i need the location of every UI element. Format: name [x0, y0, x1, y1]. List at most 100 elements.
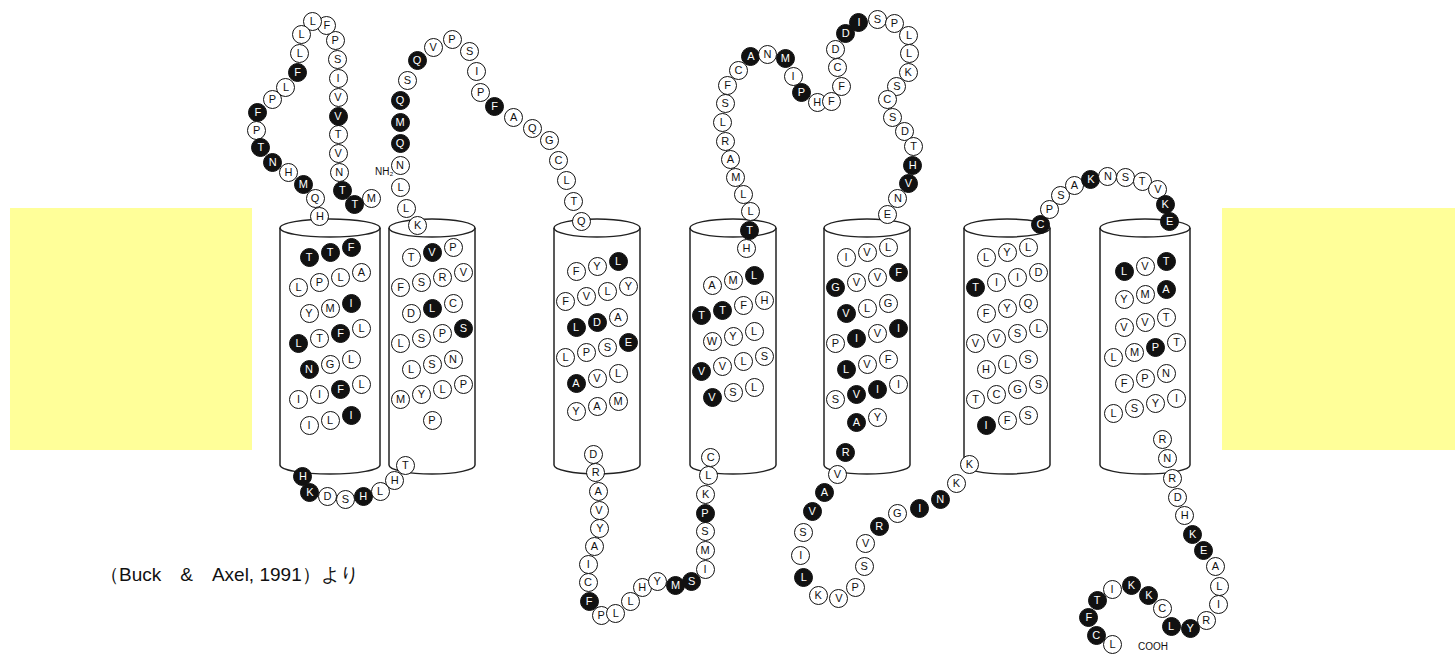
residue-letter: L	[705, 470, 711, 481]
residue-letter: L	[429, 303, 435, 314]
amino-acid-residue: M	[696, 541, 715, 560]
amino-acid-residue: A	[588, 397, 607, 416]
amino-acid-residue: L	[1210, 577, 1229, 596]
residue-letter: P	[1141, 373, 1148, 384]
residue-letter: V	[334, 111, 341, 122]
amino-acid-residue: V	[1115, 318, 1134, 337]
amino-acid-residue: F	[832, 77, 851, 96]
residue-letter: L	[1216, 581, 1222, 592]
residue-letter: V	[842, 308, 849, 319]
amino-acid-residue: H	[977, 360, 996, 379]
amino-acid-residue: R	[1153, 430, 1172, 449]
residue-letter: S	[604, 342, 611, 353]
residue-letter: T	[1163, 312, 1170, 323]
residue-letter: N	[936, 494, 944, 505]
helix-cylinder	[1100, 219, 1190, 474]
amino-acid-residue: M	[776, 49, 795, 68]
residue-letter: L	[885, 242, 891, 253]
residue-letter: S	[688, 576, 695, 587]
amino-acid-residue: L	[713, 113, 732, 132]
residue-letter: S	[1024, 354, 1031, 365]
amino-acid-residue: Q	[408, 51, 427, 70]
amino-acid-residue: T	[564, 192, 583, 211]
amino-acid-residue: Y	[1146, 394, 1165, 413]
amino-acid-residue: M	[321, 299, 340, 318]
cylinder-side	[388, 228, 390, 465]
amino-acid-residue: L	[858, 299, 877, 318]
residue-letter: P	[891, 18, 898, 29]
residue-letter: I	[1175, 393, 1178, 404]
residue-letter: T	[1139, 176, 1146, 187]
residue-letter: M	[396, 394, 405, 405]
amino-acid-residue: V	[829, 589, 848, 608]
residue-letter: S	[342, 494, 349, 505]
amino-acid-residue: T	[321, 243, 340, 262]
amino-acid-residue: A	[504, 108, 523, 127]
amino-acid-residue: C	[828, 58, 847, 77]
residue-letter: N	[305, 364, 313, 375]
residue-letter: R	[439, 272, 447, 283]
residue-letter: P	[852, 582, 859, 593]
residue-letter: M	[1140, 289, 1149, 300]
residue-letter: M	[325, 303, 334, 314]
residue-letter: L	[358, 323, 364, 334]
residue-letter: E	[1166, 216, 1173, 227]
residue-letter: L	[403, 203, 409, 214]
residue-letter: I	[349, 298, 352, 309]
residue-letter: Q	[528, 123, 537, 134]
residue-letter: Q	[1024, 298, 1033, 309]
amino-acid-residue: D	[1029, 263, 1048, 282]
amino-acid-residue: Y	[1115, 290, 1134, 309]
amino-acid-residue: L	[433, 380, 452, 399]
residue-letter: N	[1163, 453, 1171, 464]
amino-acid-residue: V	[424, 38, 443, 57]
amino-acid-residue: Y	[1181, 619, 1200, 638]
amino-acid-residue: A	[589, 482, 608, 501]
amino-acid-residue: V	[692, 362, 711, 381]
amino-acid-residue: Y	[998, 243, 1017, 262]
residue-letter: S	[466, 46, 473, 57]
residue-letter: N	[1162, 368, 1170, 379]
amino-acid-residue: I	[889, 375, 908, 394]
residue-letter: W	[707, 336, 717, 347]
amino-acid-residue: T	[333, 181, 352, 200]
residue-letter: S	[701, 526, 708, 537]
amino-acid-residue: C	[444, 294, 463, 313]
amino-acid-residue: A	[721, 150, 740, 169]
residue-letter: D	[589, 449, 597, 460]
residue-letter: H	[982, 364, 990, 375]
amino-acid-residue: L	[289, 334, 308, 353]
residue-letter: L	[573, 322, 579, 333]
residue-letter: H	[743, 243, 751, 254]
residue-letter: F	[397, 282, 404, 293]
amino-acid-residue: I	[849, 13, 868, 32]
amino-acid-residue: T	[1167, 333, 1186, 352]
cylinder-side	[553, 228, 555, 465]
residue-letter: L	[348, 354, 354, 365]
amino-acid-residue: M	[609, 392, 628, 411]
amino-acid-residue: N	[1157, 364, 1176, 383]
residue-letter: Y	[654, 576, 661, 587]
amino-acid-residue: L	[998, 355, 1017, 374]
amino-acid-residue: T	[396, 456, 415, 475]
residue-letter: S	[1024, 410, 1031, 421]
amino-acid-residue: D	[1168, 488, 1187, 507]
residue-letter: V	[1141, 261, 1148, 272]
amino-acid-residue: S	[423, 355, 442, 374]
amino-acid-residue: G	[540, 131, 559, 150]
residue-letter: Y	[1003, 247, 1010, 258]
residue-letter: A	[1212, 561, 1219, 572]
amino-acid-residue: V	[1136, 257, 1155, 276]
amino-acid-residue: V	[868, 268, 887, 287]
residue-letter: V	[853, 389, 860, 400]
residue-letter: A	[593, 401, 600, 412]
amino-acid-residue: Y	[998, 299, 1017, 318]
amino-acid-residue: M	[1136, 285, 1155, 304]
residue-letter: I	[703, 564, 706, 575]
residue-letter: A	[747, 51, 754, 62]
amino-acid-residue: S	[1029, 375, 1048, 394]
residue-letter: V	[972, 338, 979, 349]
residue-letter: L	[564, 175, 570, 186]
residue-letter: R	[1158, 434, 1166, 445]
amino-acid-residue: S	[336, 490, 355, 509]
